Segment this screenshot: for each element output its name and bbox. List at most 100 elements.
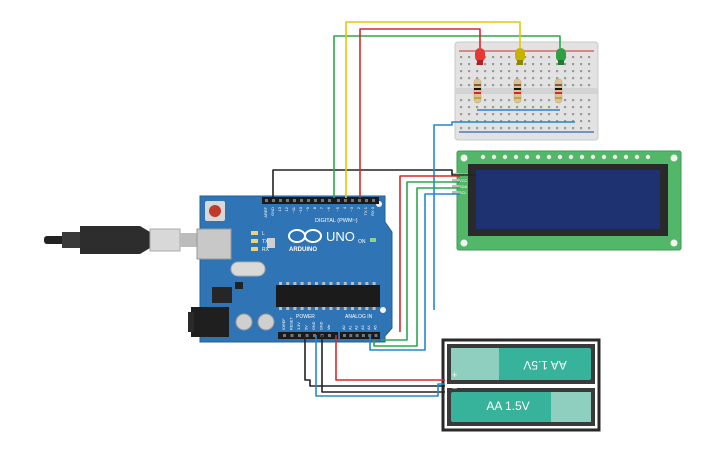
breadboard-hole[interactable] bbox=[492, 113, 495, 116]
breadboard-hole[interactable] bbox=[540, 70, 543, 73]
breadboard-hole[interactable] bbox=[588, 99, 591, 102]
breadboard-hole[interactable] bbox=[588, 120, 591, 123]
breadboard-hole[interactable] bbox=[532, 127, 535, 130]
breadboard-hole[interactable] bbox=[548, 56, 551, 59]
breadboard-hole[interactable] bbox=[580, 77, 583, 80]
digital-pin[interactable] bbox=[300, 199, 303, 202]
breadboard-hole[interactable] bbox=[556, 127, 559, 130]
breadboard-hole[interactable] bbox=[564, 99, 567, 102]
breadboard-hole[interactable] bbox=[564, 127, 567, 130]
breadboard-hole[interactable] bbox=[564, 113, 567, 116]
usb-b-port[interactable] bbox=[196, 228, 232, 260]
breadboard-hole[interactable] bbox=[580, 120, 583, 123]
breadboard-hole[interactable] bbox=[484, 70, 487, 73]
digital-pin[interactable] bbox=[351, 199, 354, 202]
resistor-2[interactable] bbox=[513, 78, 522, 104]
breadboard-hole[interactable] bbox=[548, 63, 551, 66]
breadboard-hole[interactable] bbox=[580, 84, 583, 87]
power-pin[interactable] bbox=[283, 334, 286, 337]
breadboard-hole[interactable] bbox=[492, 70, 495, 73]
led-red[interactable] bbox=[475, 48, 485, 65]
breadboard-hole[interactable] bbox=[588, 56, 591, 59]
breadboard-hole[interactable] bbox=[580, 106, 583, 109]
power-pin[interactable] bbox=[298, 334, 301, 337]
breadboard-hole[interactable] bbox=[548, 77, 551, 80]
analog-pin[interactable] bbox=[355, 334, 359, 337]
wire-lcd-scl[interactable] bbox=[373, 187, 460, 347]
wire-batt-black-2[interactable] bbox=[304, 335, 445, 387]
battery-pack[interactable]: AA 1.5V AA 1.5V + − bbox=[441, 338, 601, 432]
digital-pin-header[interactable] bbox=[262, 197, 379, 204]
breadboard-hole[interactable] bbox=[572, 120, 575, 123]
resistor-1[interactable] bbox=[473, 78, 482, 104]
digital-pin[interactable] bbox=[337, 199, 340, 202]
breadboard-hole[interactable] bbox=[516, 106, 519, 109]
breadboard-hole[interactable] bbox=[572, 106, 575, 109]
breadboard-hole[interactable] bbox=[492, 63, 495, 66]
breadboard-hole[interactable] bbox=[532, 84, 535, 87]
breadboard-hole[interactable] bbox=[500, 56, 503, 59]
breadboard-hole[interactable] bbox=[500, 70, 503, 73]
breadboard-hole[interactable] bbox=[588, 127, 591, 130]
breadboard-hole[interactable] bbox=[572, 113, 575, 116]
breadboard-hole[interactable] bbox=[492, 99, 495, 102]
breadboard-hole[interactable] bbox=[460, 84, 463, 87]
breadboard-hole[interactable] bbox=[580, 56, 583, 59]
breadboard-hole[interactable] bbox=[476, 77, 479, 80]
led-yellow[interactable] bbox=[515, 48, 525, 65]
breadboard-hole[interactable] bbox=[540, 120, 543, 123]
wire-led-green[interactable] bbox=[333, 35, 561, 198]
breadboard-hole[interactable] bbox=[500, 77, 503, 80]
breadboard-hole[interactable] bbox=[500, 106, 503, 109]
breadboard-hole[interactable] bbox=[564, 70, 567, 73]
breadboard-hole[interactable] bbox=[460, 56, 463, 59]
breadboard-hole[interactable] bbox=[532, 106, 535, 109]
breadboard[interactable] bbox=[454, 41, 599, 141]
breadboard-hole[interactable] bbox=[532, 70, 535, 73]
reset-button[interactable] bbox=[205, 201, 225, 221]
lcd-pin-vcc[interactable] bbox=[452, 179, 459, 182]
breadboard-hole[interactable] bbox=[516, 70, 519, 73]
breadboard-hole[interactable] bbox=[564, 63, 567, 66]
breadboard-hole[interactable] bbox=[492, 120, 495, 123]
breadboard-hole[interactable] bbox=[524, 106, 527, 109]
digital-pin[interactable] bbox=[372, 199, 375, 202]
breadboard-hole[interactable] bbox=[492, 84, 495, 87]
breadboard-hole[interactable] bbox=[508, 77, 511, 80]
breadboard-hole[interactable] bbox=[548, 120, 551, 123]
breadboard-hole[interactable] bbox=[580, 127, 583, 130]
breadboard-hole[interactable] bbox=[588, 63, 591, 66]
dc-power-jack[interactable] bbox=[188, 307, 229, 337]
breadboard-hole[interactable] bbox=[564, 120, 567, 123]
power-pin[interactable] bbox=[313, 334, 316, 337]
led-green[interactable] bbox=[556, 48, 566, 65]
breadboard-hole[interactable] bbox=[516, 113, 519, 116]
breadboard-hole[interactable] bbox=[468, 127, 471, 130]
breadboard-hole[interactable] bbox=[524, 127, 527, 130]
digital-pin[interactable] bbox=[321, 199, 324, 202]
breadboard-hole[interactable] bbox=[468, 120, 471, 123]
wire-batt-blue[interactable] bbox=[315, 335, 445, 397]
wire-lcd-scl-blue[interactable] bbox=[369, 193, 460, 351]
analog-pin[interactable] bbox=[349, 334, 353, 337]
digital-pin[interactable] bbox=[358, 199, 361, 202]
breadboard-hole[interactable] bbox=[540, 106, 543, 109]
wire-led-red[interactable] bbox=[359, 28, 481, 198]
usb-plug-icon[interactable] bbox=[44, 226, 198, 254]
breadboard-hole[interactable] bbox=[532, 56, 535, 59]
breadboard-hole[interactable] bbox=[500, 113, 503, 116]
breadboard-hole[interactable] bbox=[524, 70, 527, 73]
digital-pin[interactable] bbox=[328, 199, 331, 202]
breadboard-hole[interactable] bbox=[500, 63, 503, 66]
digital-pin[interactable] bbox=[365, 199, 368, 202]
breadboard-hole[interactable] bbox=[484, 56, 487, 59]
breadboard-hole[interactable] bbox=[500, 99, 503, 102]
breadboard-hole[interactable] bbox=[468, 84, 471, 87]
breadboard-hole[interactable] bbox=[580, 63, 583, 66]
breadboard-hole[interactable] bbox=[588, 106, 591, 109]
lcd-pin-sda[interactable] bbox=[452, 185, 459, 188]
breadboard-hole[interactable] bbox=[588, 77, 591, 80]
resistor-3[interactable] bbox=[554, 78, 563, 104]
breadboard-hole[interactable] bbox=[556, 77, 559, 80]
analog-pin-header[interactable] bbox=[340, 332, 380, 339]
